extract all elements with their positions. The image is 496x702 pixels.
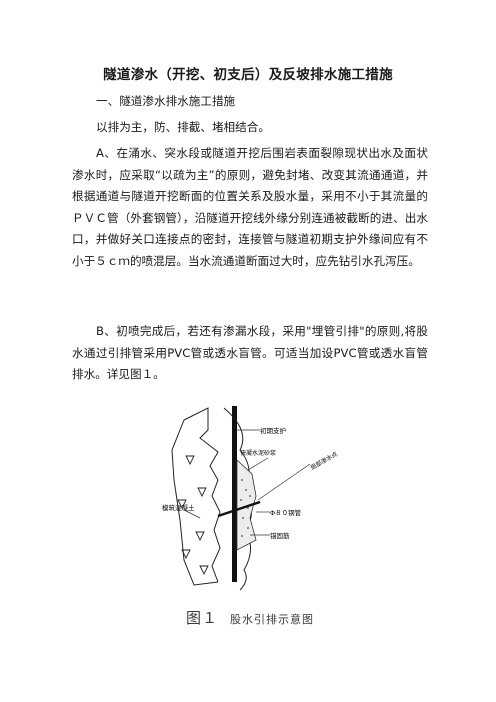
- mortar-zone: [236, 459, 257, 551]
- initial-support-band: [232, 406, 237, 582]
- label-anchor: 锚固筋: [270, 531, 290, 540]
- label-lining: 模筑混凝土: [162, 503, 195, 512]
- lining-triangles: [177, 455, 209, 576]
- label-pipe: Φ８０钢管: [270, 508, 302, 517]
- document-title: 隧道渗水（开挖、初支后）及反坡排水施工措施: [103, 67, 393, 83]
- lining-edge: [183, 407, 221, 583]
- mortar-dots: [240, 479, 251, 537]
- leader-lines: [183, 429, 311, 536]
- drainage-figure: 初期支护 快凝水泥砂浆 局部渗水点 Φ８０钢管 锚固筋 模筑混凝土: [160, 400, 350, 605]
- section-heading: 一、隧道渗水排水施工措施: [96, 94, 236, 108]
- paragraph-b: B、初喷完成后，若还有渗漏水段，采用"埋管引排"的原则,将股水通过引排管采用PV…: [72, 324, 428, 382]
- label-leak-point: 局部渗水点: [309, 450, 339, 472]
- paragraph-a: A、在涌水、突水段或隧道开挖后围岩表面裂隙现状出水及面状渗水时，应采取“以疏为主…: [72, 146, 428, 268]
- figure-number: 图１: [186, 609, 219, 627]
- figure-caption-text: 股水引排示意图: [230, 613, 315, 626]
- label-mortar: 快凝水泥砂浆: [240, 449, 276, 457]
- figure-caption: 图１ 股水引排示意图: [186, 607, 314, 628]
- lining-outline: [171, 419, 219, 586]
- drain-pipe: [217, 500, 261, 518]
- label-initial-support: 初期支护: [260, 426, 286, 435]
- intro-paragraph: 以排为主，防、排截、堵相结合。: [96, 120, 270, 134]
- drainage-diagram: 初期支护 快凝水泥砂浆 局部渗水点 Φ８０钢管 锚固筋 模筑混凝土: [162, 406, 339, 591]
